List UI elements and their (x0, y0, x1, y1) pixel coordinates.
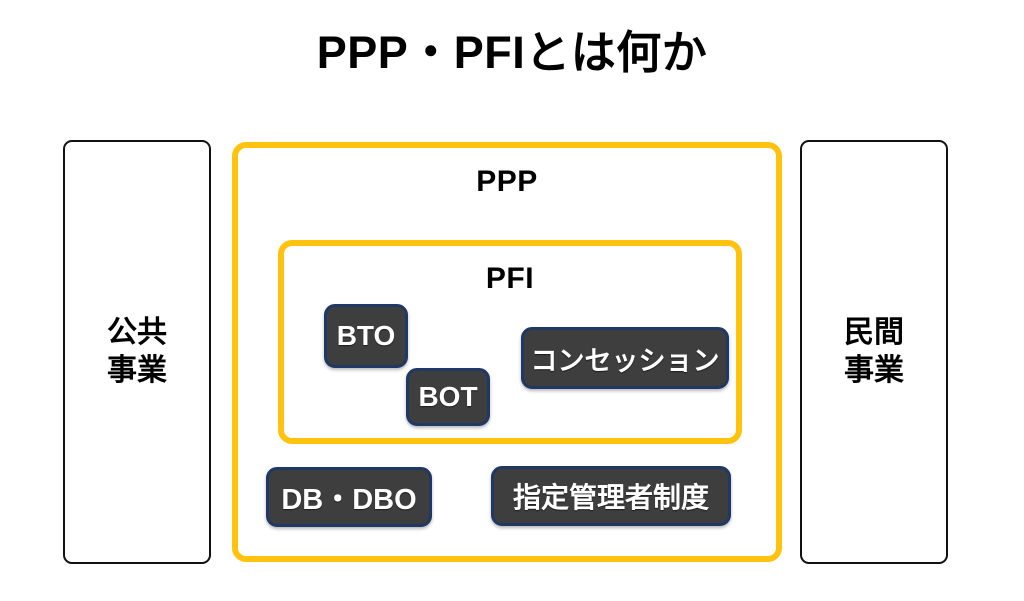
public-works-box: 公共 事業 (63, 140, 211, 564)
private-business-label: 民間 事業 (844, 315, 904, 387)
chip-concession: コンセッション (521, 327, 729, 389)
chip-bot-label: BOT (418, 381, 478, 412)
chip-bto: BTO (324, 304, 408, 368)
chip-bot: BOT (406, 368, 490, 426)
ppp-label: PPP (476, 165, 538, 198)
ppp-frame: PPP PFI BTO BOT コンセッション DB・DBO 指定管理者制度 (232, 142, 782, 562)
chip-bto-label: BTO (336, 320, 396, 351)
private-business-box: 民間 事業 (800, 140, 948, 564)
chip-designated-manager-system: 指定管理者制度 (491, 466, 731, 526)
pfi-label: PFI (485, 262, 535, 295)
page-title: PPP・PFIとは何か (316, 27, 708, 78)
pfi-frame: PFI BTO BOT コンセッション (278, 240, 742, 444)
chip-db-dbo-label: DB・DBO (281, 484, 417, 516)
chip-db-dbo: DB・DBO (266, 467, 432, 527)
public-works-label: 公共 事業 (107, 315, 167, 387)
chip-concession-label: コンセッション (530, 345, 720, 376)
chip-designated-manager-system-label: 指定管理者制度 (512, 482, 709, 513)
